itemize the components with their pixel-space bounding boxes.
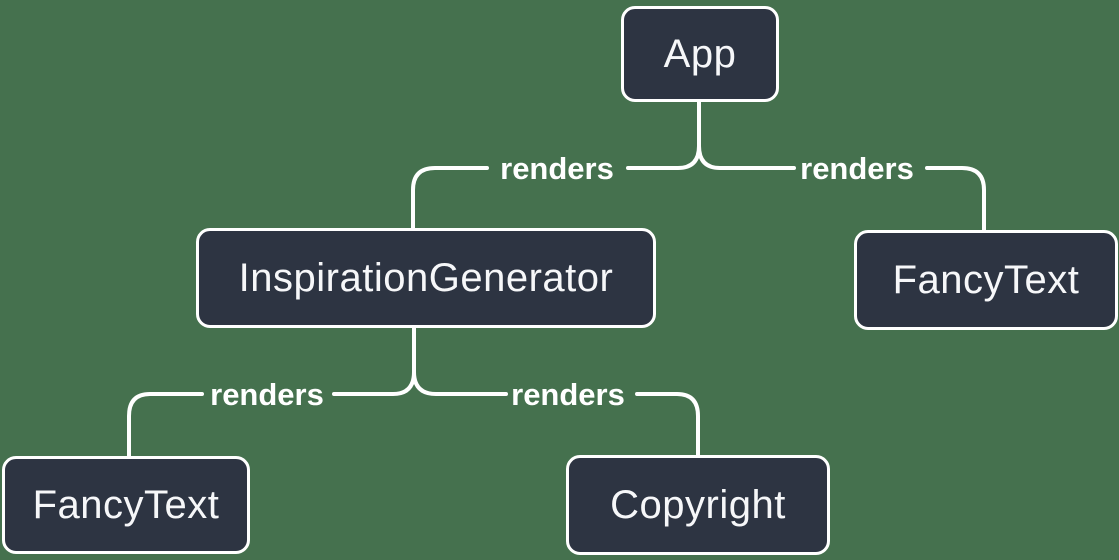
- node-app-label: App: [663, 31, 737, 76]
- edge-label-app-fancytext: renders: [800, 151, 914, 186]
- node-copyright: Copyright: [566, 455, 830, 555]
- node-inspiration-generator-label: InspirationGenerator: [238, 255, 614, 300]
- edge-inspirationgenerator-to-fancytext-lower: [127, 392, 204, 458]
- edge-inspirationgenerator-to-copyright-lower: [635, 392, 700, 457]
- node-fancy-text-bottom-label: FancyText: [32, 482, 220, 527]
- node-app: App: [621, 6, 779, 102]
- edge-label-inspirationgenerator-copyright: renders: [511, 377, 625, 412]
- node-fancy-text-right-label: FancyText: [892, 257, 1080, 302]
- node-copyright-label: Copyright: [610, 482, 786, 527]
- node-fancy-text-right: FancyText: [854, 230, 1118, 330]
- edge-labels: renders renders renders renders: [210, 151, 914, 412]
- edge-inspirationgenerator-to-copyright-upper: [412, 370, 508, 396]
- edge-app-to-inspirationgenerator-upper: [626, 99, 701, 170]
- edge-label-inspirationgenerator-fancytext: renders: [210, 377, 324, 412]
- connector-lines: [127, 99, 986, 458]
- edge-app-to-fancytext-lower: [925, 166, 986, 232]
- edge-app-to-fancytext-upper: [697, 144, 796, 170]
- node-inspiration-generator: InspirationGenerator: [196, 228, 656, 328]
- edge-inspirationgenerator-to-fancytext-upper: [332, 326, 416, 396]
- edge-label-app-inspirationgenerator: renders: [500, 151, 614, 186]
- edge-app-to-inspirationgenerator-lower: [411, 166, 489, 230]
- node-fancy-text-bottom: FancyText: [2, 456, 250, 554]
